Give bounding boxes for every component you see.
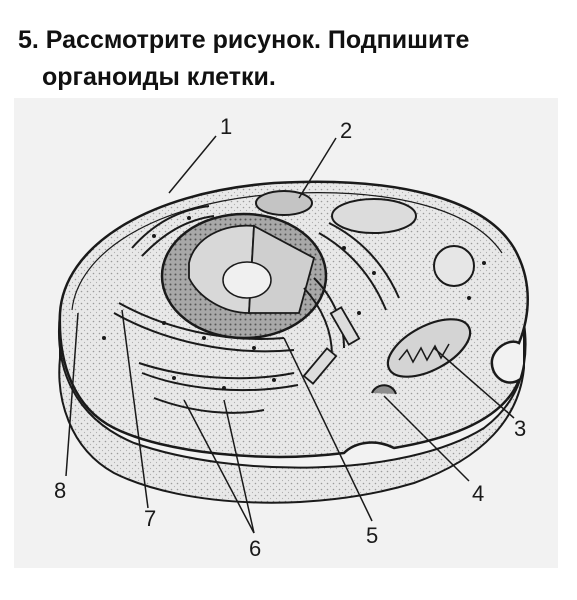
- leader-lines: [65, 135, 515, 534]
- label-5: 5: [366, 523, 378, 548]
- endoplasmic-reticulum: [113, 205, 400, 414]
- task-line-1: 5. Рассмотрите рисунок. Подпишите: [18, 26, 470, 54]
- label-6: 6: [249, 536, 261, 561]
- label-2: 2: [340, 118, 352, 143]
- mitochondrion-cristae: [398, 343, 450, 364]
- cell-diagram: 1 2 3 4 5 6 7 8: [14, 98, 558, 568]
- cell-figure: 1 2 3 4 5 6 7 8: [14, 98, 558, 568]
- task-line-2: органоиды клетки.: [42, 63, 276, 91]
- label-8: 8: [54, 478, 66, 503]
- label-3: 3: [514, 416, 526, 441]
- vacuole-large: [331, 198, 417, 234]
- lysosome: [433, 245, 475, 287]
- label-7: 7: [144, 506, 156, 531]
- centrioles: [302, 306, 361, 385]
- nucleolus: [222, 261, 272, 299]
- vacuole-small: [255, 190, 313, 216]
- membrane-invagination: [371, 384, 397, 395]
- mitochondrion: [386, 318, 472, 378]
- label-1: 1: [220, 114, 232, 139]
- organoid-labels: 1 2 3 4 5 6 7 8: [54, 114, 526, 561]
- label-4: 4: [472, 481, 484, 506]
- task-title: 5. Рассмотрите рисунок. Подпишите органо…: [18, 22, 469, 96]
